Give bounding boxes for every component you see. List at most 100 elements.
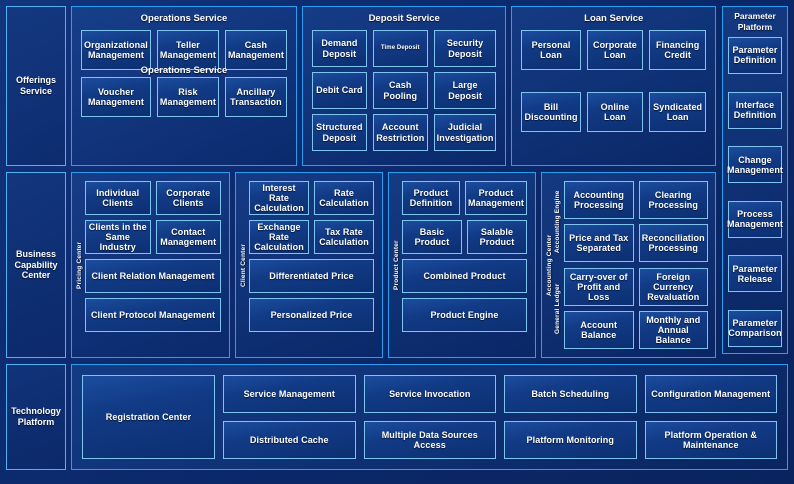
item-account-balance[interactable]: Account Balance: [564, 311, 634, 349]
parameter-platform-panel: Parameter Platform Parameter Definition …: [722, 6, 788, 354]
item-ancillary-transaction[interactable]: Ancillary Transaction: [224, 77, 287, 117]
item-cash-pooling[interactable]: Cash Pooling: [372, 72, 428, 109]
tech-column-2: Service Invocation Multiple Data Sources…: [363, 375, 496, 459]
item-teller-management[interactable]: Teller Management: [156, 30, 219, 70]
item-differentiated-price[interactable]: Differentiated Price: [249, 259, 374, 293]
item-individual-clients[interactable]: Individual Clients: [85, 181, 151, 215]
item-product-definition[interactable]: Product Definition: [402, 181, 460, 215]
item-product-management[interactable]: Product Management: [465, 181, 527, 215]
item-reconciliation-processing[interactable]: Reconciliation Processing: [638, 224, 708, 262]
item-accounting-processing[interactable]: Accounting Processing: [564, 181, 634, 219]
item-distributed-cache[interactable]: Distributed Cache: [223, 421, 356, 459]
param-item-process-management[interactable]: Process Management: [727, 200, 783, 238]
group-title-operations-service: Operations Service: [140, 13, 228, 24]
item-combined-product[interactable]: Combined Product: [402, 259, 527, 293]
group-operations-service: Operations Service Organizational Manage…: [71, 6, 297, 166]
item-platform-monitoring[interactable]: Platform Monitoring: [504, 421, 637, 459]
param-item-parameter-definition[interactable]: Parameter Definition: [728, 36, 782, 74]
item-risk-management[interactable]: Risk Management: [156, 77, 219, 117]
tech-column-4: Configuration Management Platform Operat…: [644, 375, 777, 459]
param-item-interface-definition[interactable]: Interface Definition: [728, 91, 782, 129]
subgroup-vlabel-accounting-engine: Accounting Engine: [554, 190, 561, 253]
item-bill-discounting[interactable]: Bill Discounting: [521, 92, 581, 132]
group-title-deposit-service: Deposit Service: [368, 13, 440, 24]
item-registration-center[interactable]: Registration Center: [82, 375, 215, 459]
item-personal-loan[interactable]: Personal Loan: [521, 30, 581, 70]
item-service-invocation[interactable]: Service Invocation: [363, 375, 496, 413]
item-voucher-management[interactable]: Voucher Management: [81, 77, 151, 117]
tech-column-1: Service Management Distributed Cache: [223, 375, 356, 459]
item-rate-calculation[interactable]: Rate Calculation: [314, 181, 374, 215]
item-product-engine[interactable]: Product Engine: [402, 298, 527, 332]
item-account-restriction[interactable]: Account Restriction: [372, 114, 428, 151]
tech-column-3: Batch Scheduling Platform Monitoring: [504, 375, 637, 459]
item-carry-over-of-profit-and-loss[interactable]: Carry-over of Profit and Loss: [564, 268, 634, 306]
item-corporate-loan[interactable]: Corporate Loan: [586, 30, 644, 70]
item-client-relation-management[interactable]: Client Relation Management: [85, 259, 221, 293]
item-batch-scheduling[interactable]: Batch Scheduling: [504, 375, 637, 413]
item-syndicated-loan[interactable]: Syndicated Loan: [649, 92, 707, 132]
item-foreign-currency-revaluation[interactable]: Foreign Currency Revaluation: [638, 268, 708, 306]
center-body-accounting: Accounting Engine Accounting Processing …: [553, 177, 711, 353]
param-item-parameter-comparison[interactable]: Parameter Comparison: [728, 309, 782, 347]
item-contact-management[interactable]: Contact Management: [155, 220, 221, 254]
rail-label-business-capability-center: Business Capability Center: [6, 172, 66, 358]
layer-offerings-service: Offerings Service Operations Service Org…: [6, 6, 717, 166]
parameter-platform-list: Parameter Definition Interface Definitio…: [727, 36, 783, 347]
item-security-deposit[interactable]: Security Deposit: [433, 30, 497, 67]
group-grid-operations-service: Organizational Management Teller Managem…: [72, 24, 296, 165]
item-tax-rate-calculation[interactable]: Tax Rate Calculation: [314, 220, 374, 254]
layer-business-capability-center: Business Capability Center Pricing Cente…: [6, 172, 716, 358]
center-body-client: Interest Rate Calculation Rate Calculati…: [247, 177, 378, 353]
item-basic-product[interactable]: Basic Product: [402, 220, 462, 254]
center-vlabel-client: Client Center: [240, 243, 247, 287]
item-client-protocol-management[interactable]: Client Protocol Management: [85, 298, 221, 332]
item-large-deposit[interactable]: Large Deposit: [433, 72, 497, 109]
group-title-loan-service: Loan Service: [584, 13, 644, 24]
subgroup-general-ledger: General Ledger Carry-over of Profit and …: [554, 268, 708, 349]
group-grid-loan-service: Personal Loan Corporate Loan Financing C…: [512, 24, 715, 165]
item-cash-management[interactable]: Cash Management: [224, 30, 287, 70]
item-interest-rate-calculation[interactable]: Interest Rate Calculation: [249, 181, 309, 215]
item-clients-in-the-same-industry[interactable]: Clients in the Same Industry: [85, 220, 151, 254]
item-service-management[interactable]: Service Management: [223, 375, 356, 413]
rail-label-technology-platform: Technology Platform: [6, 364, 66, 470]
item-financing-credit[interactable]: Financing Credit: [649, 30, 707, 70]
item-time-deposit[interactable]: Time Deposit: [372, 30, 428, 67]
rail-label-offerings-service: Offerings Service: [6, 6, 66, 166]
center-body-product: Product Definition Product Management Ba…: [400, 177, 531, 353]
param-item-change-management[interactable]: Change Management: [727, 146, 783, 184]
item-salable-product[interactable]: Salable Product: [467, 220, 527, 254]
item-configuration-management[interactable]: Configuration Management: [644, 375, 777, 413]
subgroup-vlabel-general-ledger: General Ledger: [554, 283, 561, 334]
group-deposit-service: Deposit Service Demand Deposit Time Depo…: [301, 6, 507, 166]
item-monthly-and-annual-balance[interactable]: Monthly and Annual Balance: [638, 311, 708, 349]
item-debit-card[interactable]: Debit Card: [311, 72, 367, 109]
center-vlabel-product: Product Center: [393, 240, 400, 290]
item-clearing-processing[interactable]: Clearing Processing: [638, 181, 708, 219]
center-client: Client Center Interest Rate Calculation …: [235, 172, 383, 358]
item-online-loan[interactable]: Online Loan: [586, 92, 644, 132]
param-item-parameter-release[interactable]: Parameter Release: [728, 255, 782, 293]
group-grid-deposit-service: Demand Deposit Time Deposit Security Dep…: [303, 24, 506, 165]
item-platform-operation-and-maintenance[interactable]: Platform Operation & Maintenance: [644, 421, 777, 459]
item-organizational-management[interactable]: Organizational Management: [81, 30, 151, 70]
layer-technology-platform: Technology Platform Registration Center …: [6, 364, 788, 470]
center-vlabel-pricing: Pricing Center: [76, 241, 83, 289]
group-loan-service: Loan Service Personal Loan Corporate Loa…: [511, 6, 717, 166]
center-pricing: Pricing Center Individual Clients Corpor…: [71, 172, 230, 358]
center-body-pricing: Individual Clients Corporate Clients Cli…: [83, 177, 225, 353]
item-judicial-investigation[interactable]: Judicial Investigation: [433, 114, 497, 151]
item-price-and-tax-separated[interactable]: Price and Tax Separated: [564, 224, 634, 262]
item-multiple-data-sources-access[interactable]: Multiple Data Sources Access: [363, 421, 496, 459]
parameter-platform-title: Parameter Platform: [734, 11, 776, 33]
item-corporate-clients[interactable]: Corporate Clients: [155, 181, 221, 215]
item-structured-deposit[interactable]: Structured Deposit: [311, 114, 367, 151]
technology-platform-panel: Registration Center Service Management D…: [71, 364, 788, 470]
item-exchange-rate-calculation[interactable]: Exchange Rate Calculation: [249, 220, 309, 254]
subgroup-accounting-engine: Accounting Engine Accounting Processing …: [554, 181, 708, 262]
item-personalized-price[interactable]: Personalized Price: [249, 298, 374, 332]
item-demand-deposit[interactable]: Demand Deposit: [311, 30, 367, 67]
center-product: Product Center Product Definition Produc…: [388, 172, 536, 358]
